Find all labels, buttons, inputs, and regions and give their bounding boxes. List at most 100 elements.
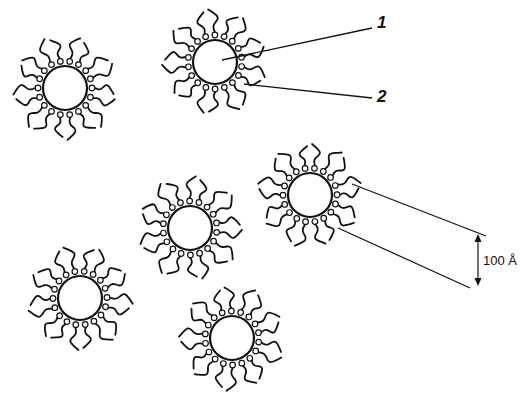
polar-head: [229, 308, 235, 314]
hydrocarbon-tail: [275, 159, 287, 176]
polar-head: [252, 321, 258, 327]
polar-head: [332, 183, 338, 189]
polar-head: [64, 319, 70, 325]
polar-head: [286, 175, 292, 181]
polar-head: [206, 349, 212, 355]
polar-head: [312, 219, 318, 225]
hydrocarbon-tail: [80, 43, 89, 62]
hydrocarbon-tail: [93, 64, 112, 78]
polar-head: [83, 68, 89, 74]
hydrocarbon-tail: [103, 268, 121, 278]
polar-head: [203, 340, 209, 346]
polar-head: [98, 277, 104, 283]
polar-head: [221, 361, 227, 367]
hydrocarbon-tail: [158, 184, 170, 205]
hydrocarbon-tail: [40, 39, 50, 62]
hydrocarbon-tail: [50, 40, 60, 58]
polar-head: [256, 339, 262, 345]
polar-head: [186, 55, 192, 61]
hydrocarbon-tail: [241, 38, 260, 47]
polar-head: [236, 46, 242, 52]
hydrocarbon-tail: [188, 258, 197, 277]
polar-head: [302, 166, 308, 172]
polar-head: [303, 219, 309, 225]
polar-head: [203, 34, 209, 40]
micelle: [258, 144, 360, 246]
polar-head: [238, 310, 244, 316]
hydrocarbon-tail: [33, 275, 51, 288]
hydrocarbon-tail: [88, 58, 108, 69]
hydrocarbon-tail: [195, 361, 214, 375]
hydrocarbon-tail: [16, 98, 37, 105]
micelle-core: [58, 276, 102, 320]
polar-head: [103, 304, 109, 310]
hydrocarbon-tail: [93, 98, 115, 105]
hydrocarbon-tail: [55, 118, 63, 137]
polar-head: [63, 272, 69, 278]
hydrocarbon-tail: [179, 85, 196, 97]
hydrocarbon-tail: [216, 366, 223, 387]
hydrocarbon-tail: [110, 294, 133, 303]
hydrocarbon-tail: [197, 12, 204, 34]
polar-head: [195, 39, 201, 45]
hydrocarbon-tail: [22, 58, 42, 69]
polar-head: [229, 38, 235, 44]
hydrocarbon-tail: [108, 274, 125, 287]
hydrocarbon-tail: [95, 250, 104, 272]
polar-head: [37, 94, 43, 100]
polar-head: [76, 62, 82, 68]
hydrocarbon-tail: [261, 322, 278, 332]
micelle: [29, 248, 133, 350]
polar-head: [212, 356, 218, 362]
polar-head: [37, 76, 43, 82]
hydrocarbon-tail: [325, 221, 334, 240]
hydrocarbon-tail: [162, 65, 185, 73]
hydrocarbon-tail: [80, 114, 95, 128]
polar-head: [57, 313, 63, 319]
polar-head: [321, 215, 327, 221]
hydrocarbon-tail: [186, 176, 195, 198]
polar-head: [195, 80, 201, 86]
hydrocarbon-tail: [245, 66, 265, 77]
micelle: [13, 38, 114, 140]
polar-head: [82, 322, 88, 328]
polar-head: [88, 94, 94, 100]
hydrocarbon-tail: [216, 195, 232, 212]
polar-head: [91, 318, 97, 324]
polar-head: [189, 46, 195, 52]
micelle-core: [43, 66, 87, 110]
hydrocarbon-tail: [209, 192, 227, 205]
polar-head: [178, 200, 184, 206]
hydrocarbon-tail: [259, 189, 280, 198]
hydrocarbon-tail: [108, 308, 129, 315]
hydrocarbon-tail: [258, 313, 280, 323]
polar-head: [49, 62, 55, 68]
polar-head: [247, 355, 253, 361]
hydrocarbon-tail: [103, 317, 116, 335]
polar-head: [98, 312, 104, 318]
callout-number: 1: [377, 14, 386, 31]
hydrocarbon-tail: [286, 221, 295, 241]
polar-head: [328, 175, 334, 181]
micelle-core: [193, 40, 237, 84]
hydrocarbon-tail: [28, 107, 42, 127]
hydrocarbon-tail: [70, 38, 81, 58]
polar-head: [334, 192, 340, 198]
hydrocarbon-tail: [29, 309, 52, 317]
hydrocarbon-tail: [338, 177, 361, 185]
hydrocarbon-tail: [38, 269, 56, 279]
hydrocarbon-tail: [242, 290, 256, 309]
polar-head: [214, 230, 220, 236]
hydrocarbon-tail: [243, 366, 256, 383]
hydrocarbon-tail: [201, 256, 209, 278]
hydrocarbon-tail: [83, 327, 91, 347]
polar-head: [212, 32, 218, 38]
polar-head: [104, 295, 110, 301]
polar-head: [203, 331, 209, 337]
polar-head: [52, 305, 58, 311]
polar-head: [164, 239, 170, 245]
polar-head: [214, 220, 220, 226]
polar-head: [50, 296, 56, 302]
hydrocarbon-tail: [312, 144, 320, 165]
